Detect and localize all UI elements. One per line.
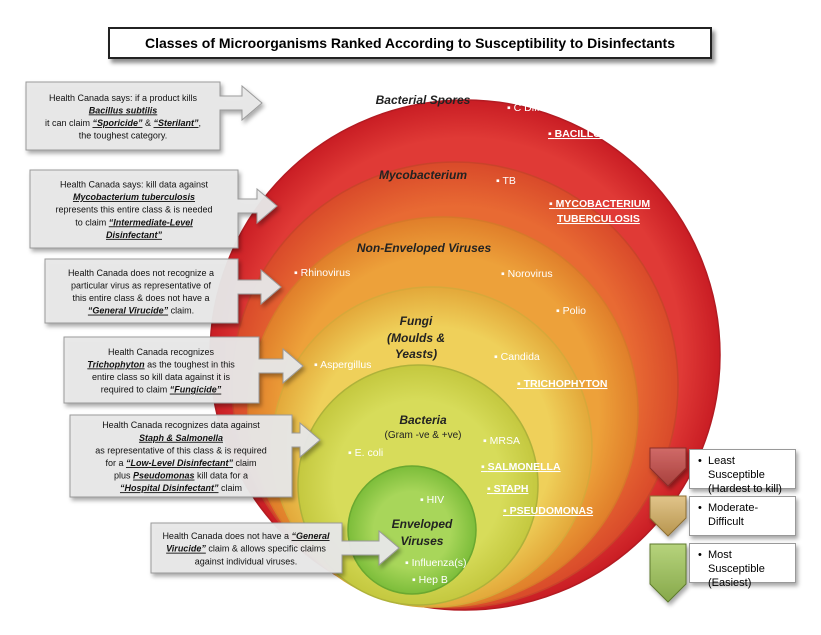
label-fungi-line3: Yeasts) <box>395 347 437 361</box>
item-candida: ▪ Candida <box>494 351 540 363</box>
callout-3: Health Canada does not recognize a partic… <box>44 258 282 324</box>
diagram-title: Classes of Microorganisms Ranked Accordi… <box>108 27 712 59</box>
key-item-bacillus: ▪ BACILLUS <box>548 128 608 140</box>
label-non-enveloped-viruses: Non-Enveloped Viruses <box>357 241 492 255</box>
callout-text-line: Staph & Salmonella <box>139 433 223 443</box>
callout-text-line: “General Virucide” claim. <box>88 306 194 316</box>
callout-text-line: Bacillus subtilis <box>89 105 158 115</box>
legend-item-most: •Most Susceptible(Easiest) <box>689 543 796 589</box>
legend-moderate-line2: Difficult <box>708 516 744 528</box>
legend-item-least: •Least Susceptible(Hardest to kill) <box>689 449 796 495</box>
item-hiv: ▪ HIV <box>420 494 444 506</box>
callout-text-line: this entire class & does not have a <box>72 293 209 303</box>
callout-text-line: Mycobacterium tuberculosis <box>73 192 195 202</box>
legend-arrow-tan <box>649 495 687 537</box>
legend-most-line1: Most Susceptible <box>708 549 765 575</box>
legend-arrows <box>649 447 687 603</box>
legend-most-line2: (Easiest) <box>708 577 752 589</box>
callout-text-line: Health Canada recognizes data against <box>102 420 260 430</box>
callout-text-line: Health Canada does not recognize a <box>68 268 214 278</box>
legend-arrow-red <box>649 447 687 487</box>
callout-arrow-box <box>69 414 321 498</box>
callout-text-line: Health Canada says: kill data against <box>60 180 209 190</box>
item-anthrax: ▪ Anthrax <box>266 127 309 139</box>
key-item-staph: ▪ STAPH <box>487 483 528 495</box>
callout-text-line: Health Canada does not have a “General <box>162 531 330 541</box>
label-fungi-line1: Fungi <box>400 314 433 328</box>
label-bacterial-spores: Bacterial Spores <box>376 93 471 107</box>
callout-text-line: for a “Low-Level Disinfectant” claim <box>105 458 256 468</box>
item-polio: ▪ Polio <box>556 305 586 317</box>
key-item-trichophyton: ▪ TRICHOPHYTON <box>517 378 607 390</box>
callout-text-line: “Hospital Disinfectant” claim <box>120 483 242 493</box>
callout-1: Health Canada says: if a product killsBa… <box>25 81 263 151</box>
item-tb: ▪ TB <box>496 175 516 187</box>
item-mrsa: ▪ MRSA <box>483 435 520 447</box>
callout-text-line: Health Canada recognizes <box>108 347 215 357</box>
item-aspergillus: ▪ Aspergillus <box>314 359 371 371</box>
callout-text-line: represents this entire class & is needed <box>55 205 212 215</box>
callout-group: Health Canada says: if a product killsBa… <box>25 81 400 574</box>
label-mycobacterium: Mycobacterium <box>379 168 467 182</box>
item-hep-b: ▪ Hep B <box>412 574 448 586</box>
key-item-pseudomonas: ▪ PSEUDOMONAS <box>503 505 593 517</box>
callout-text-line: Disinfectant” <box>106 230 163 240</box>
item-influenza: ▪ Influenza(s) <box>405 557 467 569</box>
legend-moderate-line1: Moderate- <box>708 502 759 514</box>
callout-6: Health Canada does not have a “GeneralVi… <box>150 522 400 574</box>
key-item-mycobacterium: ▪ MYCOBACTERIUM <box>549 198 650 210</box>
callout-5: Health Canada recognizes data againstSta… <box>69 414 321 498</box>
callout-text-line: Health Canada says: if a product kills <box>49 93 198 103</box>
label-fungi-line2: (Moulds & <box>387 331 445 345</box>
callout-arrow-box <box>150 522 400 574</box>
callout-arrow-box <box>25 81 263 151</box>
item-c-diff: ▪ C Diff <box>507 102 540 114</box>
label-bacteria-sub: (Gram -ve & +ve) <box>385 430 462 441</box>
callout-arrow-box <box>63 336 304 404</box>
callout-text-line: it can claim “Sporicide” & “Sterilant”, <box>45 118 201 128</box>
callout-text-line: entire class so kill data against it is <box>92 372 231 382</box>
callout-text-line: as representative of this class & is req… <box>95 445 267 455</box>
callout-text-line: Trichophyton as the toughest in this <box>87 359 235 369</box>
label-enveloped-line2: Viruses <box>401 534 444 548</box>
callout-text-line: required to claim “Fungicide” <box>101 385 222 395</box>
label-bacteria: Bacteria <box>399 413 447 427</box>
callout-text-line: particular virus as representative of <box>71 280 212 290</box>
callout-arrow-box <box>29 169 278 249</box>
callout-text-line: the toughest category. <box>79 131 167 141</box>
callout-2: Health Canada says: kill data againstMyc… <box>29 169 278 249</box>
callout-arrow-box <box>44 258 282 324</box>
legend-least-line1: Least Susceptible <box>708 455 765 481</box>
item-norovirus: ▪ Norovirus <box>501 268 553 280</box>
legend-least-line2: (Hardest to kill) <box>708 483 782 495</box>
legend-item-moderate: •Moderate-Difficult <box>689 496 796 536</box>
callout-text-line: Virucide” claim & allows specific claims <box>166 544 326 554</box>
key-item-tuberculosis: TUBERCULOSIS <box>557 213 640 225</box>
label-enveloped-line1: Enveloped <box>392 517 453 531</box>
callout-text-line: to claim “Intermediate-Level <box>75 217 193 227</box>
callout-text-line: plus Pseudomonas kill data for a <box>114 471 248 481</box>
key-item-salmonella: ▪ SALMONELLA <box>481 461 561 473</box>
item-rhinovirus: ▪ Rhinovirus <box>294 267 350 279</box>
callout-text-line: against individual viruses. <box>195 556 298 566</box>
legend-arrow-green <box>649 543 687 603</box>
item-e-coli: ▪ E. coli <box>348 447 383 459</box>
